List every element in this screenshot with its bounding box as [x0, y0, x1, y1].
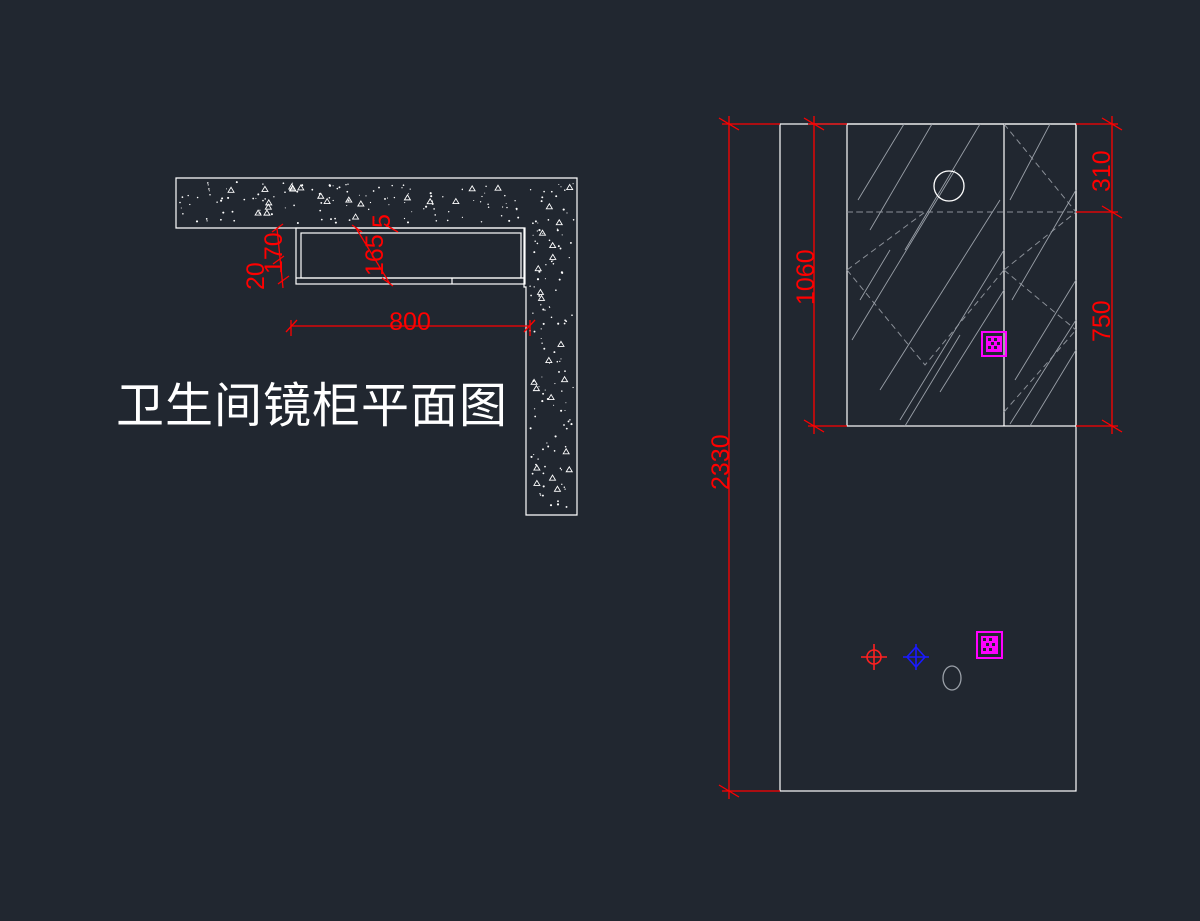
cabinet-plan	[295, 227, 526, 285]
wall-outline	[175, 177, 578, 516]
dim-label-20: 20	[242, 262, 270, 290]
plan-dimension-labels: 800 20 170 165 5	[242, 214, 431, 336]
concrete-hatch	[179, 181, 575, 508]
dim-label-800: 800	[389, 308, 431, 336]
elevation-view: 2330 1060 310 750	[707, 116, 1123, 799]
glass-hatch	[851, 123, 1077, 427]
plan-dimensions	[271, 223, 536, 336]
crosshair-icon	[861, 644, 887, 670]
dim-label-5: 5	[368, 214, 396, 228]
mirror-cabinet-elevation	[846, 123, 1077, 427]
dim-label-170: 170	[260, 232, 288, 274]
outlet-icon	[981, 331, 1007, 357]
elevation-dimensions	[718, 116, 1123, 799]
drain-icon	[942, 665, 962, 691]
crosshair-icon	[903, 644, 929, 670]
outlet-icon	[976, 631, 1003, 659]
dim-label-1060: 1060	[792, 249, 820, 305]
wall-elevation-outline	[779, 123, 1077, 792]
dim-label-750: 750	[1088, 300, 1116, 342]
downlight-icon	[933, 170, 965, 202]
dim-label-165: 165	[361, 234, 389, 276]
plan-view: 800 20 170 165 5	[175, 177, 578, 516]
drawing-title: 卫生间镜柜平面图	[116, 378, 509, 434]
elevation-dimension-labels: 2330 1060 310 750	[707, 150, 1116, 490]
dim-label-2330: 2330	[707, 434, 735, 490]
dim-label-310: 310	[1088, 150, 1116, 192]
